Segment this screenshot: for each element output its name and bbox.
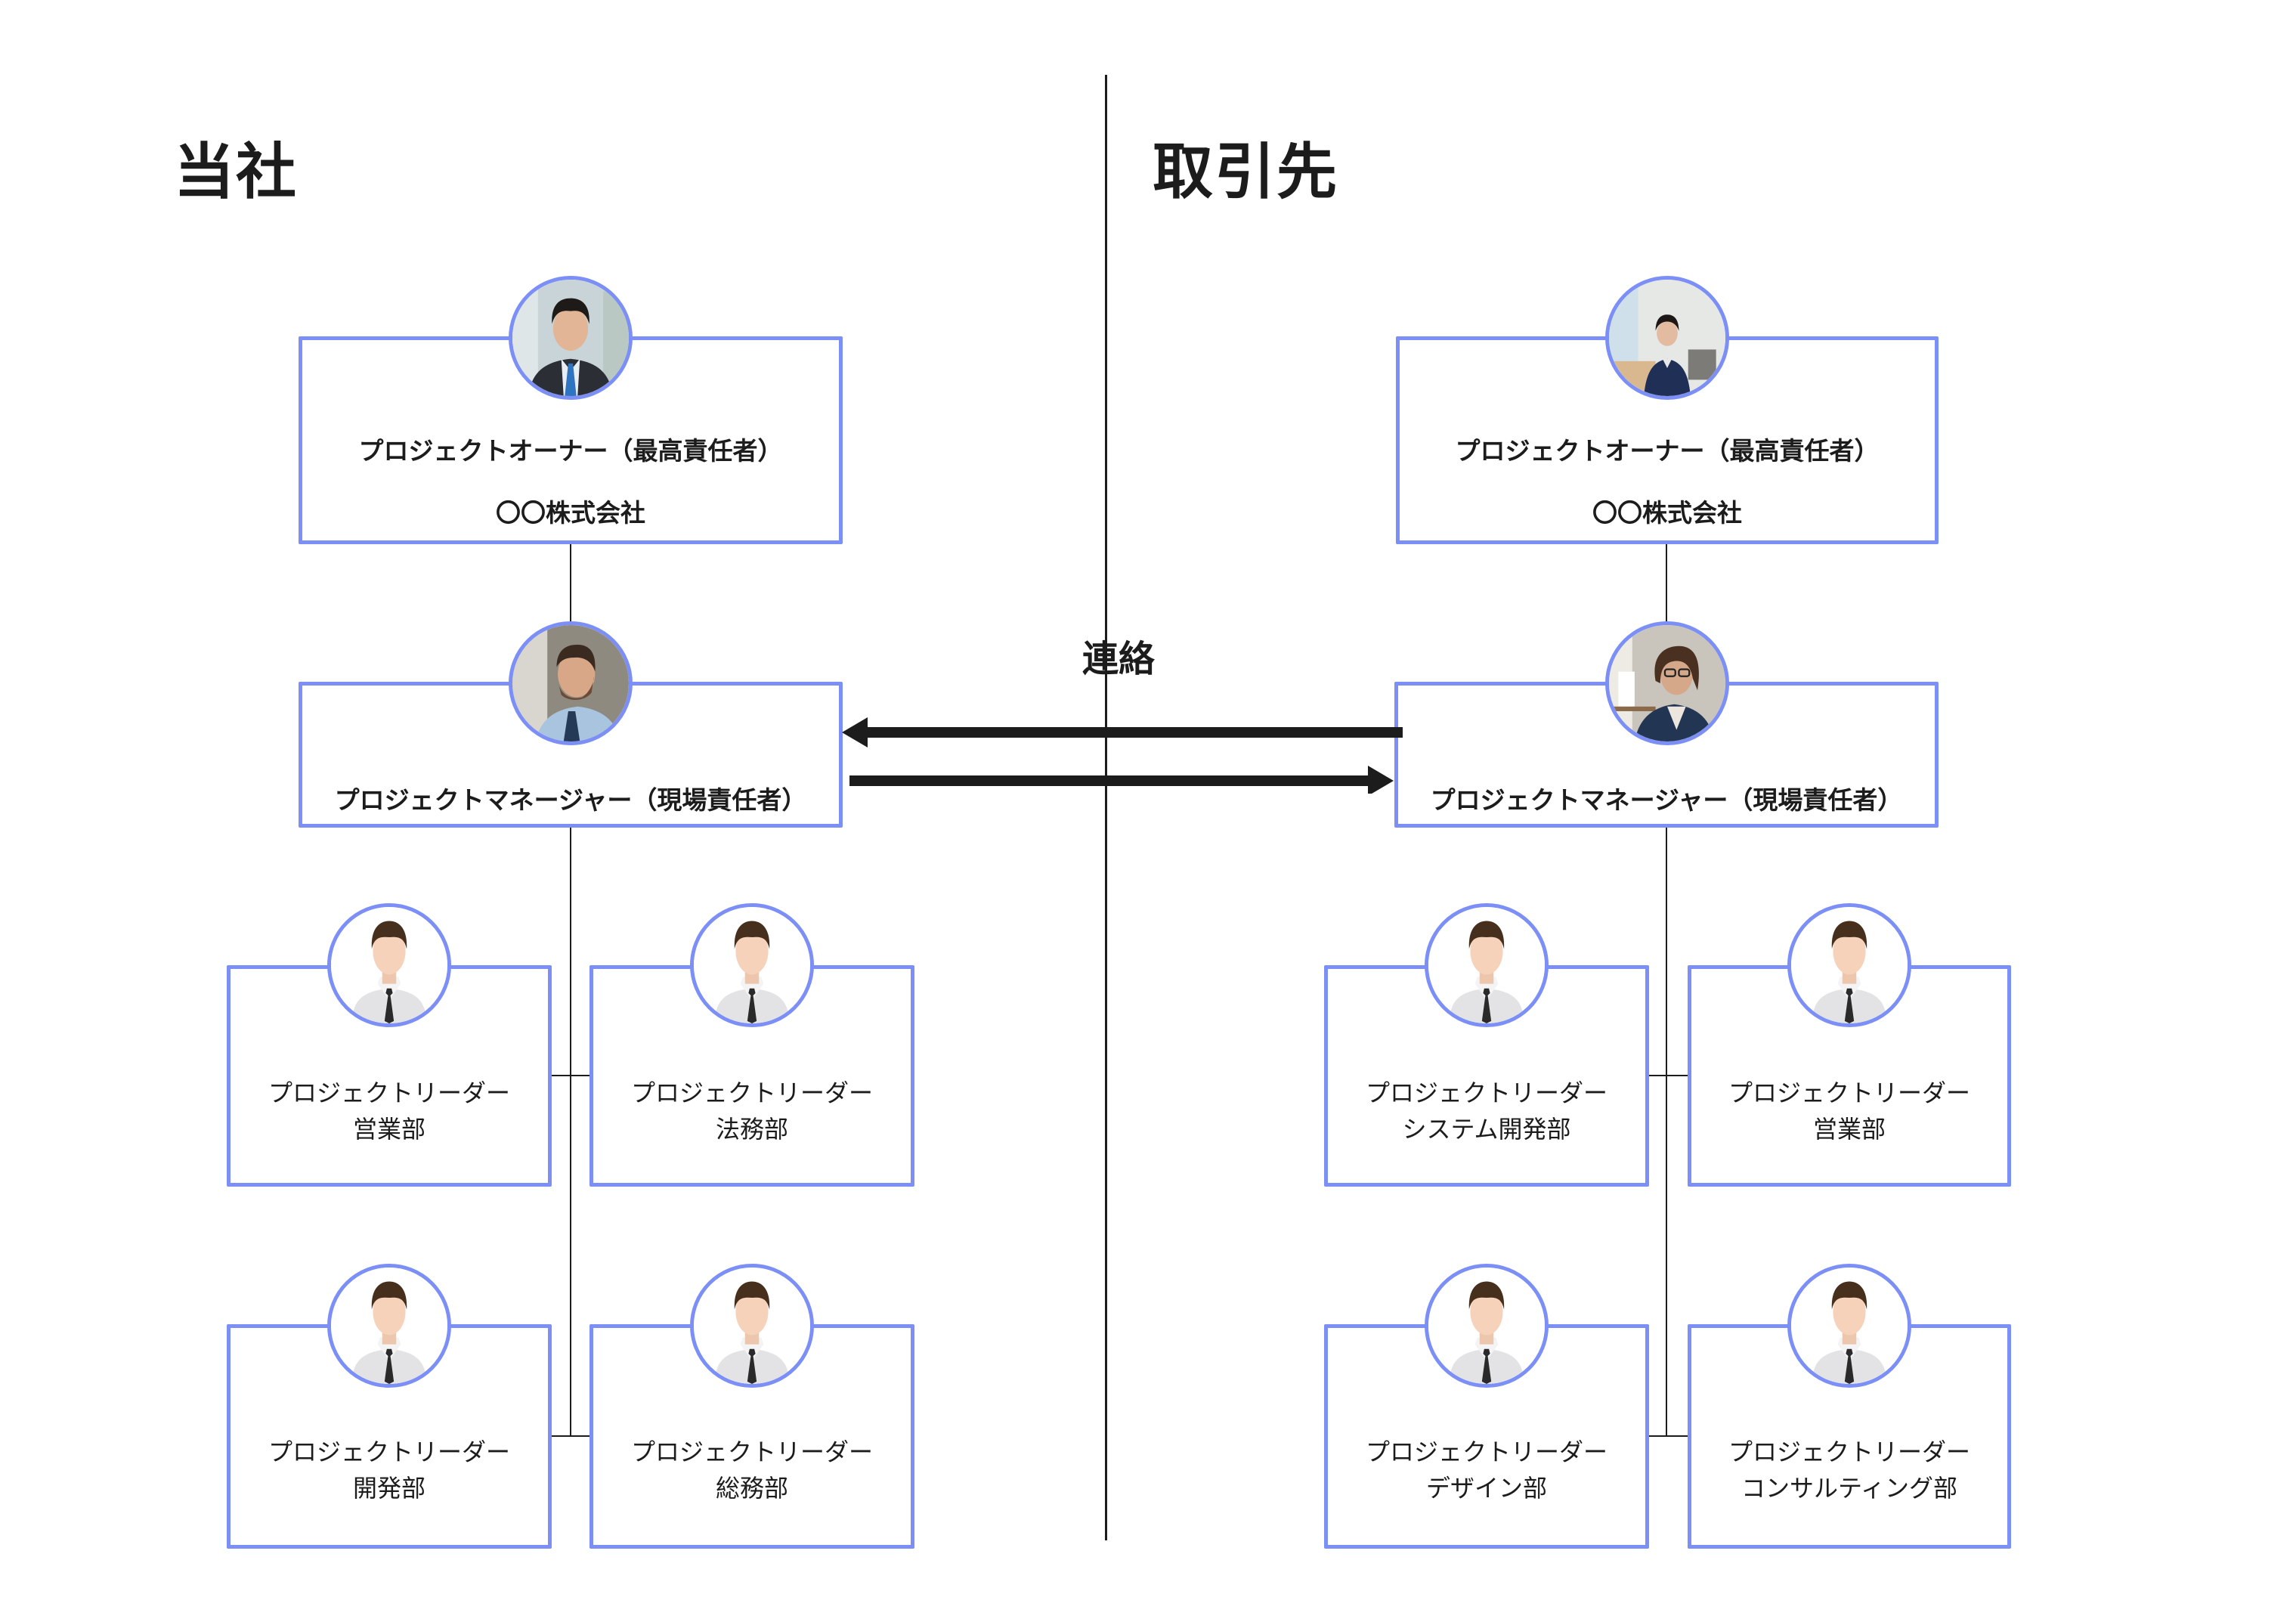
owner-company-right: 〇〇株式会社	[1592, 498, 1742, 528]
leader-avatar-left-3	[690, 1264, 814, 1388]
connector-owner-manager-left	[570, 543, 571, 626]
businesswoman-desk-photo-icon	[1609, 625, 1725, 741]
person-avatar-icon	[1428, 1268, 1545, 1384]
leader-avatar-left-1	[690, 903, 814, 1027]
arrow-left-icon	[842, 717, 1403, 748]
connector-manager-leaders-left	[570, 826, 571, 1437]
connector-owner-manager-right	[1666, 543, 1667, 626]
owner-avatar-left	[509, 276, 633, 400]
leader-role: プロジェクトリーダー	[630, 1079, 873, 1107]
connector-branch-left-row1	[550, 1075, 589, 1076]
leader-dept: 開発部	[352, 1474, 425, 1503]
person-avatar-icon	[694, 1268, 810, 1384]
person-avatar-icon	[1791, 1268, 1908, 1384]
leader-dept: デザイン部	[1425, 1474, 1547, 1503]
leader-avatar-right-1	[1787, 903, 1911, 1027]
center-divider	[1105, 75, 1107, 1540]
leader-role: プロジェクトリーダー	[268, 1438, 510, 1466]
person-avatar-icon	[694, 907, 810, 1023]
arrow-right-icon	[849, 766, 1394, 794]
leader-role: プロジェクトリーダー	[630, 1438, 873, 1466]
person-avatar-icon	[1428, 907, 1545, 1023]
leader-role: プロジェクトリーダー	[268, 1079, 510, 1107]
businessman-photo-icon	[512, 280, 629, 396]
businessman-profile-photo-icon	[512, 625, 629, 741]
heading-client: 取引先	[1153, 137, 1338, 207]
leader-dept: 営業部	[352, 1115, 425, 1144]
owner-role-right: プロジェクトオーナー（最高責任者）	[1455, 436, 1880, 466]
leader-role: プロジェクトリーダー	[1728, 1079, 1970, 1107]
leader-role: プロジェクトリーダー	[1365, 1079, 1608, 1107]
manager-role-right: プロジェクトマネージャー（現場責任者）	[1430, 785, 1903, 815]
contact-label: 連絡	[1081, 638, 1155, 680]
connector-manager-leaders-right	[1666, 826, 1667, 1437]
leader-dept: 営業部	[1812, 1115, 1886, 1144]
leader-dept: コンサルティング部	[1741, 1474, 1958, 1503]
leader-avatar-left-2	[327, 1264, 451, 1388]
leader-avatar-right-3	[1787, 1264, 1911, 1388]
owner-avatar-right	[1605, 276, 1729, 400]
leader-card-left-3[interactable]: プロジェクトリーダー総務部	[589, 1324, 914, 1549]
leader-role: プロジェクトリーダー	[1365, 1438, 1608, 1466]
leader-dept: 法務部	[715, 1115, 788, 1144]
leader-avatar-right-2	[1425, 1264, 1549, 1388]
person-avatar-icon	[331, 1268, 447, 1384]
person-avatar-icon	[331, 907, 447, 1023]
manager-role-left: プロジェクトマネージャー（現場責任者）	[334, 785, 807, 815]
connector-branch-right-row2	[1647, 1435, 1688, 1437]
connector-branch-right-row1	[1647, 1075, 1688, 1076]
leader-avatar-right-0	[1425, 903, 1549, 1027]
owner-role-left: プロジェクトオーナー（最高責任者）	[358, 436, 783, 466]
leader-dept: 総務部	[715, 1474, 788, 1503]
leader-dept: システム開発部	[1402, 1115, 1571, 1144]
connector-branch-left-row2	[550, 1435, 589, 1437]
heading-our-company: 当社	[174, 137, 298, 207]
leader-avatar-left-0	[327, 903, 451, 1027]
businesswoman-photo-icon	[1609, 280, 1725, 396]
person-avatar-icon	[1791, 907, 1908, 1023]
leader-role: プロジェクトリーダー	[1728, 1438, 1970, 1466]
manager-avatar-left	[509, 621, 633, 745]
owner-company-left: 〇〇株式会社	[496, 498, 645, 528]
manager-avatar-right	[1605, 621, 1729, 745]
contact-arrows	[842, 717, 1403, 794]
